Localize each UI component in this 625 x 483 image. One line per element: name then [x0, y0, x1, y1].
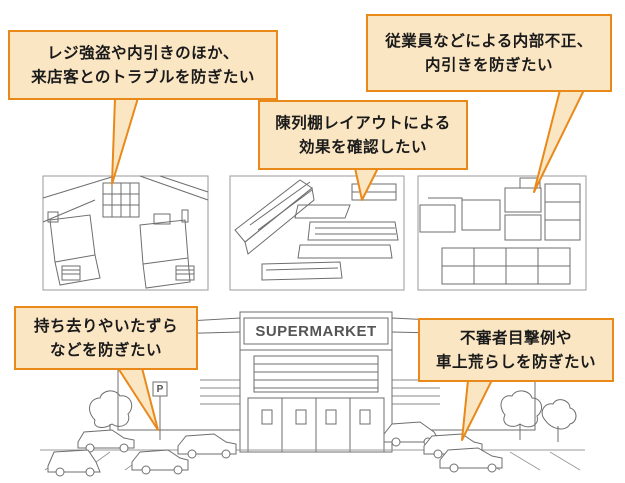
parking-sign-icon: [152, 381, 168, 440]
car-icon: [47, 421, 503, 477]
warehouse-scene: [417, 175, 587, 291]
shelves-scene: [229, 175, 405, 291]
callout-layout-line2: 効果を確認したい: [298, 138, 427, 156]
callout-register-line1: レジ強盗や内引きのほか、: [47, 44, 239, 62]
supermarket-sign: SUPERMARKET: [255, 322, 377, 340]
callout-vehicle-line1: 不審者目撃例や: [459, 329, 572, 347]
callout-parking: 持ち去りやいたずら などを防ぎたい: [14, 306, 198, 370]
callout-register-line2: 来店客とのトラブルを防ぎたい: [31, 68, 255, 86]
callout-parking-line1: 持ち去りやいたずら: [33, 317, 178, 335]
tree-icon: [89, 390, 577, 442]
register-scene: [42, 175, 209, 291]
callout-layout: 陳列棚レイアウトによる 効果を確認したい: [258, 100, 468, 170]
callout-vehicle-line2: 車上荒らしを防ぎたい: [435, 353, 596, 371]
callout-register: レジ強盗や内引きのほか、 来店客とのトラブルを防ぎたい: [8, 30, 278, 100]
callout-layout-line1: 陳列棚レイアウトによる: [275, 114, 451, 132]
parking-sign-label: P: [156, 383, 164, 395]
callout-vehicle: 不審者目撃例や 車上荒らしを防ぎたい: [418, 318, 614, 382]
callout-staff-line1: 従業員などによる内部不正、: [385, 32, 593, 50]
callout-parking-line2: などを防ぎたい: [49, 341, 162, 359]
callout-staff-line2: 内引きを防ぎたい: [424, 56, 553, 74]
callout-staff: 従業員などによる内部不正、 内引きを防ぎたい: [366, 14, 612, 92]
